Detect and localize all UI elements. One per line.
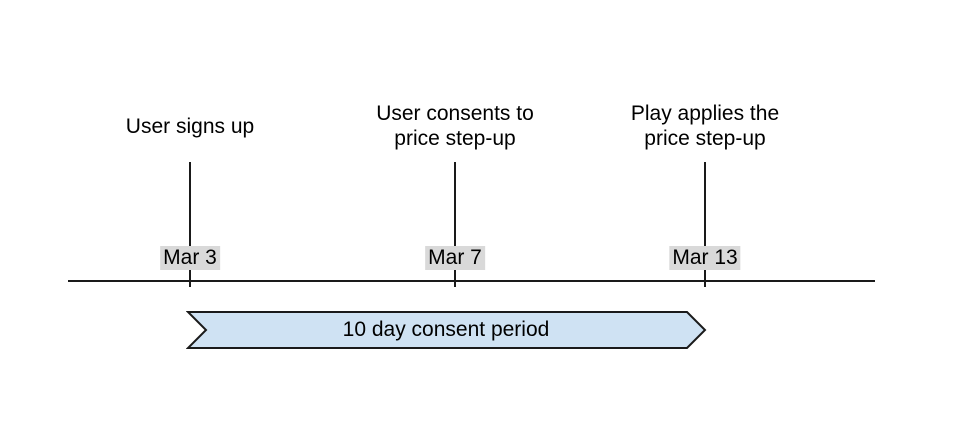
date-label-mar-13: Mar 13 [669,246,741,270]
event-tick-mar-3 [189,162,191,287]
date-label-mar-3: Mar 3 [160,246,220,270]
event-tick-mar-7 [454,162,456,287]
consent-period-label: 10 day consent period [342,318,550,341]
event-title-consent: User consents to price step-up [376,102,534,150]
date-label-mar-7: Mar 7 [425,246,485,270]
event-title-signup: User signs up [125,114,255,138]
event-tick-mar-13 [704,162,706,287]
consent-period-ribbon-shape [186,311,707,349]
consent-period-banner [186,311,707,349]
event-title-apply: Play applies the price step-up [630,102,780,150]
timeline-axis [68,280,875,282]
